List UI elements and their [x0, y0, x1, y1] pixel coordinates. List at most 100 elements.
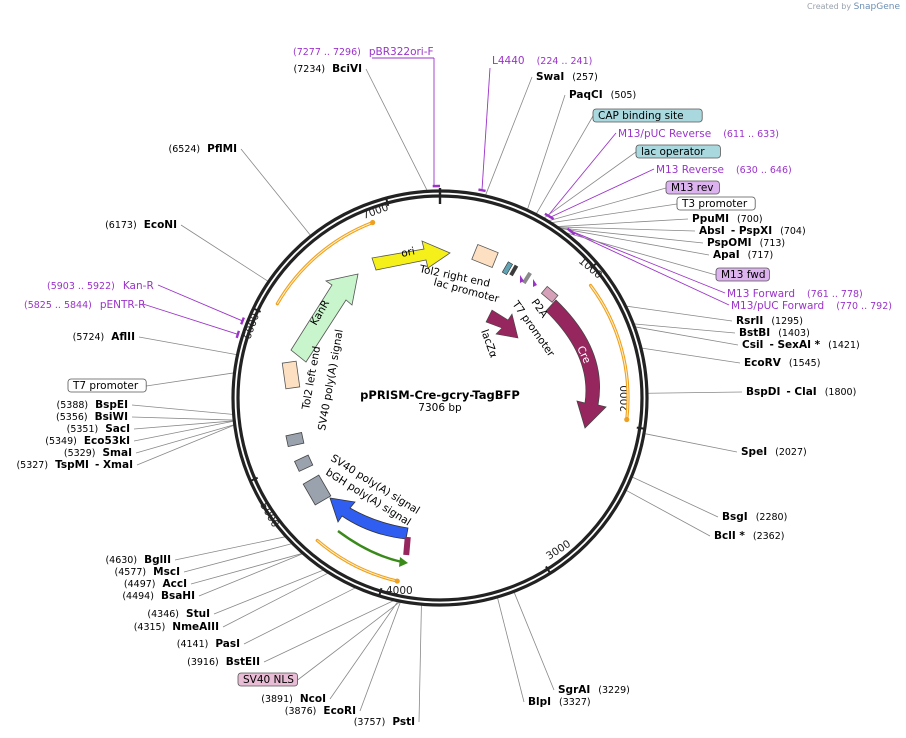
lacz-alpha-arrow[interactable] — [485, 309, 519, 339]
feature-box-label[interactable]: M13 rev — [665, 180, 720, 195]
leader-line — [133, 420, 234, 442]
feature-box-text: T7 promoter — [72, 380, 139, 392]
feature-box-label[interactable]: lac operator — [635, 144, 721, 159]
primer-leader — [481, 67, 491, 191]
plasmid-length: 7306 bp — [418, 402, 462, 414]
t7-promoter-box[interactable] — [522, 271, 532, 285]
enzyme-name: PstI — [392, 716, 415, 728]
enzyme-coord: (5388) — [57, 400, 92, 411]
enzyme-name-2: - SexAI * — [769, 339, 820, 351]
enzyme-site-label: (4141) PasI — [177, 638, 240, 650]
enzyme-coord: (5327) — [16, 460, 51, 471]
leader-line — [635, 326, 739, 346]
primer-label: (5825 .. 5844)pENTR-R — [24, 299, 145, 311]
enzyme-site-label: (4315) NmeAIII — [134, 621, 219, 633]
enzyme-name: AbsI — [699, 225, 725, 237]
cre-arrow[interactable] — [545, 299, 607, 429]
tick-label: 5000 — [257, 501, 281, 530]
leader-line — [566, 232, 717, 276]
leader-line — [198, 553, 303, 597]
enzyme-coord: (4577) — [115, 567, 150, 578]
enzyme-coord: (3916) — [187, 657, 222, 668]
feature-box — [715, 267, 770, 282]
sv40-nls-box[interactable] — [403, 536, 411, 556]
enzyme-site-label: (4346) StuI — [147, 608, 210, 620]
sv40-polya-box-1[interactable] — [285, 431, 305, 448]
p2a-box[interactable] — [540, 285, 559, 303]
leader-line — [263, 600, 394, 663]
feature-box-label[interactable]: CAP binding site — [592, 108, 703, 123]
enzyme-site-label: CsiI- SexAI *(1421) — [742, 339, 860, 351]
primer-label: (5903 .. 5922)Kan-R — [47, 280, 154, 292]
primer-range: (761 .. 778) — [807, 289, 863, 300]
enzyme-name: BstBI — [739, 327, 770, 339]
enzyme-site-label: BlpI(3327) — [528, 696, 591, 708]
feature-box-label[interactable]: T7 promoter — [67, 378, 147, 393]
enzyme-name: StuI — [186, 608, 210, 620]
tick-6000 — [252, 307, 262, 313]
leader-line — [365, 68, 428, 191]
feature-box-label[interactable]: T3 promoter — [676, 196, 756, 211]
enzyme-coord: (5351) — [67, 424, 102, 435]
sv40-polya-box-2[interactable] — [294, 454, 314, 472]
feature-box-label[interactable]: M13 fwd — [715, 267, 770, 282]
m13-marker-2 — [533, 279, 537, 287]
leader-line — [329, 601, 399, 700]
outer-labels: SwaI(257)PaqCI(505)PpuMI(700)AbsI- PspXI… — [16, 46, 892, 728]
primer-name: L4440 — [492, 55, 525, 67]
enzyme-name: PflMI — [207, 143, 237, 155]
enzyme-coord: (4494) — [122, 591, 157, 602]
enzyme-name: AflII — [111, 331, 135, 343]
feature-box-label[interactable]: SV40 NLS — [237, 672, 298, 687]
enzyme-site-label: BspDI- ClaI(1800) — [746, 386, 856, 398]
enzyme-coord: (2280) — [756, 512, 788, 523]
enzyme-site-label: (5724) AflII — [73, 331, 135, 343]
enzyme-site-label: (4497) AccI — [124, 578, 187, 590]
leader-line — [497, 597, 525, 703]
primer-label: M13 Forward(761 .. 778) — [727, 288, 863, 300]
primer-name: pBR322ori-F — [369, 46, 434, 58]
m13-rev-mark — [546, 214, 555, 221]
ori-arrow[interactable] — [371, 240, 451, 271]
leader-line — [183, 543, 292, 573]
leader-line — [174, 536, 286, 561]
primer-range: (611 .. 633) — [723, 129, 779, 140]
leader-line — [560, 227, 710, 256]
enzyme-coord: (3891) — [261, 694, 296, 705]
enzyme-site-label: (5327) TspMI- XmaI — [16, 459, 133, 471]
enzyme-coord: (4141) — [177, 639, 212, 650]
tick-3000 — [545, 565, 552, 575]
enzyme-coord: (1403) — [778, 328, 810, 339]
sv40-polya-label-1: SV40 poly(A) signal — [316, 328, 346, 431]
feature-box-text: CAP binding site — [598, 110, 684, 122]
enzyme-name: EcoRV — [744, 357, 782, 369]
enzyme-coord: (3757) — [354, 717, 389, 728]
enzyme-name: NcoI — [300, 693, 326, 705]
enzyme-coord: (1545) — [789, 358, 821, 369]
enzyme-coord: (6173) — [105, 220, 140, 231]
enzyme-coord: (4497) — [124, 579, 159, 590]
tagbfp-arrow[interactable] — [329, 497, 409, 540]
leader-line — [513, 592, 555, 691]
leader-line — [527, 94, 566, 210]
orf-kanr-inner — [276, 222, 373, 305]
enzyme-name: Eco53kI — [84, 435, 130, 447]
enzyme-name: EcoRI — [323, 705, 356, 717]
green-orf-arrow — [337, 530, 403, 564]
enzyme-site-label: (3876) EcoRI — [285, 705, 356, 717]
orf-arcs — [275, 219, 630, 584]
primer-leader — [142, 303, 238, 335]
leader-line — [359, 602, 401, 712]
leader-line — [146, 372, 234, 387]
lac-promoter-box[interactable] — [501, 261, 514, 276]
cap-site-box[interactable] — [509, 264, 519, 277]
primer-label: M13 Reverse(630 .. 646) — [656, 164, 792, 176]
tol2-left-box[interactable] — [281, 360, 301, 390]
leader-line — [485, 76, 533, 196]
tol2-right-box[interactable] — [471, 243, 499, 269]
bgh-polya-box[interactable] — [302, 474, 332, 506]
credit-prefix: Created by — [807, 2, 852, 11]
kanr-arrow[interactable] — [290, 273, 359, 363]
enzyme-site-label: PaqCI(505) — [569, 89, 636, 101]
